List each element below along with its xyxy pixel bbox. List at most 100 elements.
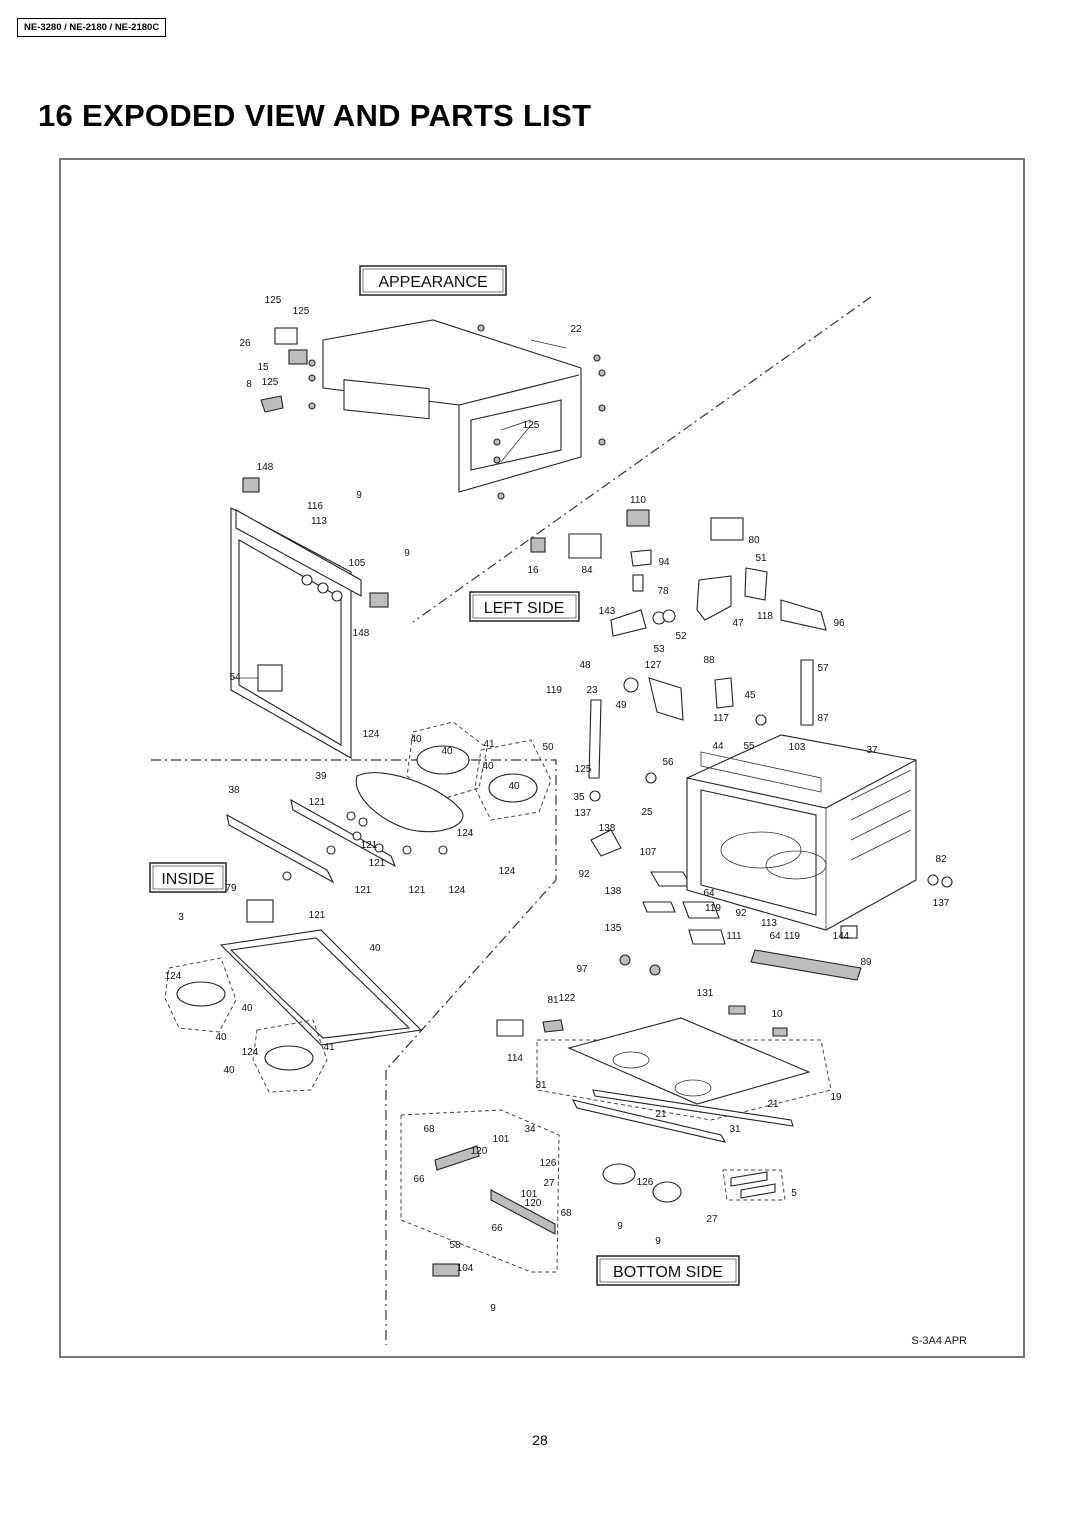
part-callout: 124 (499, 866, 516, 877)
part-callout: 94 (658, 557, 670, 568)
part-callout: 45 (744, 690, 756, 701)
part-callout: 40 (369, 943, 381, 954)
section-inside: INSIDE (149, 862, 227, 893)
part-callout: 138 (599, 823, 616, 834)
part-callout: 137 (575, 808, 592, 819)
part-callout: 54 (229, 672, 241, 683)
part-callout: 26 (239, 338, 251, 349)
part-callout: 27 (706, 1214, 718, 1225)
part-callout: 125 (523, 420, 540, 431)
part-callout: 27 (543, 1178, 555, 1189)
part-callout: 124 (242, 1047, 259, 1058)
part-callout: 40 (223, 1065, 235, 1076)
bottom-side-components-drawing (400, 1005, 832, 1277)
part-callout: 40 (508, 781, 520, 792)
part-callout: 9 (655, 1236, 661, 1247)
part-callout: 57 (817, 663, 829, 674)
part-callout: 64 (769, 931, 781, 942)
part-callout: 92 (735, 908, 747, 919)
page-title: 16 EXPODED VIEW AND PARTS LIST (38, 98, 592, 133)
page-number: 28 (532, 1432, 548, 1448)
part-callout: 40 (410, 734, 422, 745)
part-callout: 50 (542, 742, 554, 753)
part-callout: 105 (349, 558, 366, 569)
door-assembly-drawing (230, 477, 389, 759)
part-callout: 126 (540, 1158, 557, 1169)
part-callout: 31 (535, 1080, 547, 1091)
part-callout: 137 (933, 898, 950, 909)
part-callout: 118 (757, 611, 773, 622)
part-callout: 104 (457, 1263, 474, 1274)
part-callout: 40 (482, 761, 494, 772)
part-callout: 9 (356, 490, 362, 501)
part-callout: 121 (309, 797, 326, 808)
part-callout: 124 (363, 729, 380, 740)
part-callout: 31 (729, 1124, 741, 1135)
part-callout: 107 (640, 847, 657, 858)
part-callout: 53 (653, 644, 665, 655)
part-callout: 10 (771, 1009, 783, 1020)
section-label-appearance: APPEARANCE (378, 274, 487, 291)
part-callout: 88 (703, 655, 715, 666)
part-callout: 120 (525, 1198, 542, 1209)
drawing-code: S-3A4 APR (911, 1335, 967, 1347)
part-callout: 122 (559, 993, 576, 1004)
part-callout: 121 (409, 885, 426, 896)
part-callout: 15 (257, 362, 269, 373)
part-callout: 84 (581, 565, 593, 576)
part-callout: 35 (573, 792, 585, 803)
part-callout: 40 (215, 1032, 227, 1043)
part-callout: 125 (265, 295, 282, 306)
part-callout: 40 (241, 1003, 253, 1014)
part-callout: 5 (791, 1188, 797, 1199)
part-callout: 52 (675, 631, 687, 642)
part-callout: 131 (697, 988, 714, 999)
part-callout: 113 (311, 516, 327, 527)
exploded-view-drawing: APPEARANCE LEFT SIDE INSIDE BOTTOM SIDE … (149, 265, 967, 1347)
part-callout: 48 (579, 660, 591, 671)
part-callout: 116 (307, 501, 323, 512)
part-callout: 148 (353, 628, 370, 639)
part-callout: 80 (748, 535, 760, 546)
section-label-inside: INSIDE (161, 871, 214, 888)
part-callout: 19 (830, 1092, 842, 1103)
part-callout: 39 (315, 771, 327, 782)
part-callout: 21 (767, 1099, 779, 1110)
part-callout: 124 (449, 885, 466, 896)
oven-cavity-drawing (686, 734, 917, 931)
section-bottom-side: BOTTOM SIDE (596, 1255, 740, 1286)
part-callout: 119 (784, 931, 800, 942)
part-callout: 125 (293, 306, 310, 317)
part-callout: 135 (605, 923, 622, 934)
inside-components-drawing (164, 721, 552, 1093)
left-side-components-drawing (530, 509, 953, 981)
part-callout: 121 (361, 840, 378, 851)
section-label-bottom-side: BOTTOM SIDE (613, 1264, 723, 1281)
part-callout: 92 (578, 869, 590, 880)
part-callout: 40 (441, 746, 453, 757)
section-appearance: APPEARANCE (359, 265, 507, 296)
part-callout: 82 (935, 854, 947, 865)
part-callout: 64 (703, 888, 715, 899)
part-callout: 111 (726, 931, 742, 942)
part-callout: 124 (165, 971, 182, 982)
part-callout: 121 (355, 885, 372, 896)
divider-appearance (412, 296, 872, 623)
part-callout: 97 (576, 964, 588, 975)
part-callout: 144 (833, 931, 850, 942)
part-callout: 68 (423, 1124, 435, 1135)
exploded-view-diagram: APPEARANCE LEFT SIDE INSIDE BOTTOM SIDE … (59, 158, 1025, 1358)
part-callout: 124 (457, 828, 474, 839)
part-callout: 51 (755, 553, 767, 564)
part-callout: 44 (712, 741, 724, 752)
outer-cabinet-drawing (260, 319, 606, 500)
part-callout: 121 (369, 858, 386, 869)
part-callout: 23 (586, 685, 598, 696)
part-callout: 37 (866, 745, 878, 756)
part-callout: 81 (547, 995, 559, 1006)
section-left-side: LEFT SIDE (469, 591, 580, 622)
part-callout: 58 (449, 1240, 461, 1251)
part-callout: 119 (546, 685, 562, 696)
part-callout: 110 (630, 495, 646, 506)
